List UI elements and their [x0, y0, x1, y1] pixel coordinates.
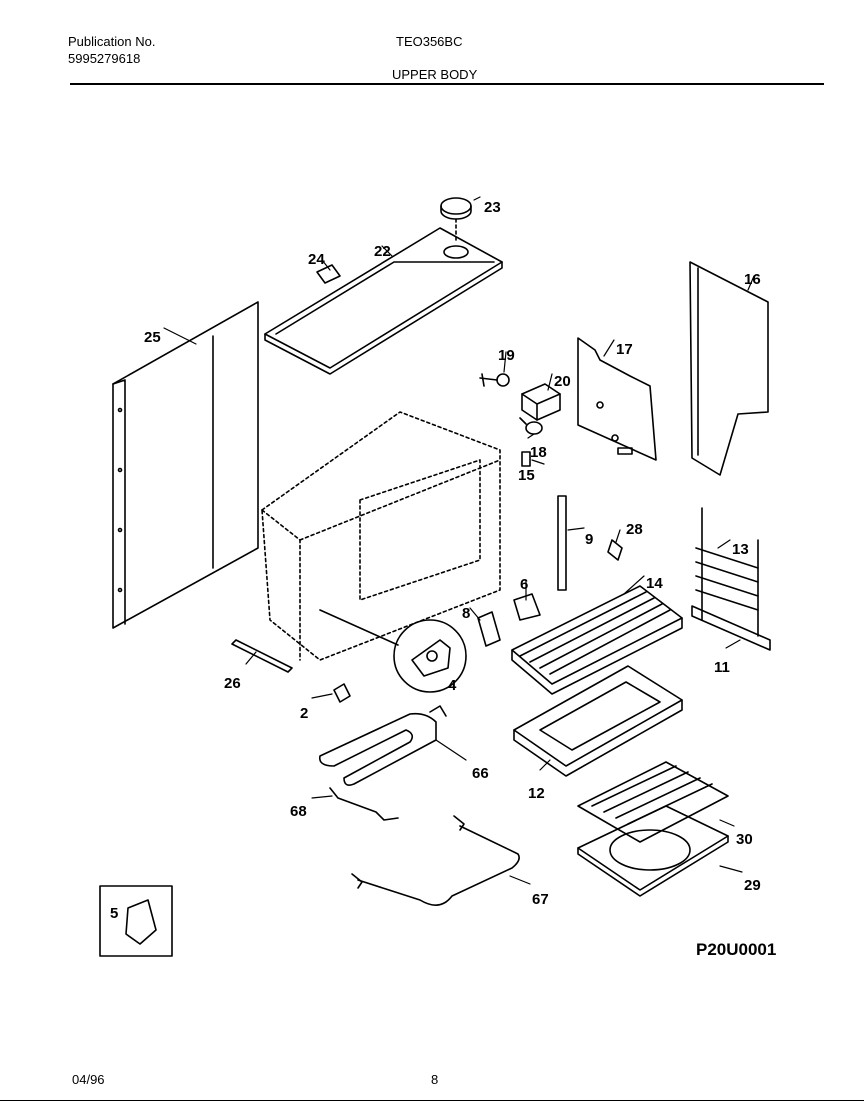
part-number-22: 22 — [374, 243, 391, 260]
part-number-66: 66 — [472, 765, 489, 782]
header-rule — [70, 83, 824, 85]
part-number-13: 13 — [732, 541, 749, 558]
part-number-30: 30 — [736, 831, 753, 848]
part-number-17: 17 — [616, 341, 633, 358]
part-6-label — [513, 593, 541, 621]
part-number-15: 15 — [518, 467, 535, 484]
part-number-14: 14 — [646, 575, 663, 592]
part-number-68: 68 — [290, 803, 307, 820]
publication-label: Publication No. — [68, 34, 156, 49]
part-24-bracket — [316, 264, 341, 284]
part-number-19: 19 — [498, 347, 515, 364]
part-15-clip — [521, 451, 531, 467]
part-12-broiler-insert — [513, 665, 683, 777]
part-number-20: 20 — [554, 373, 571, 390]
part-20-switch — [521, 383, 561, 421]
part-2-clip — [333, 683, 351, 703]
part-number-6: 6 — [520, 576, 528, 593]
part-number-24: 24 — [308, 251, 325, 268]
model-number: TEO356BC — [396, 34, 463, 49]
section-title: UPPER BODY — [392, 67, 478, 82]
part-28-bracket — [607, 539, 623, 561]
part-22-top-panel — [264, 227, 503, 375]
part-number-23: 23 — [484, 199, 501, 216]
part-number-11: 11 — [714, 659, 730, 676]
part-19-sensor — [479, 373, 510, 387]
drawing-code: P20U0001 — [696, 940, 777, 959]
part-26-rod — [231, 639, 293, 673]
part-16-duct — [689, 261, 769, 476]
part-13-rack-supports — [695, 507, 759, 637]
footer-page: 8 — [431, 1072, 439, 1087]
part-14-rack — [511, 585, 683, 695]
footer-rule — [0, 1100, 864, 1101]
part-number-12: 12 — [528, 785, 545, 802]
part-30-grid — [577, 761, 729, 843]
part-number-29: 29 — [744, 877, 761, 894]
part-4-detail — [319, 609, 467, 693]
part-number-25: 25 — [144, 329, 161, 346]
part-23-cap — [440, 197, 472, 241]
part-8-hinge — [477, 611, 501, 647]
part-number-labels: 23 24 22 16 25 19 17 20 18 15 9 28 13 6 14 8 4 11 26 2 12 66 6… — [110, 199, 761, 922]
part-number-18: 18 — [530, 444, 547, 461]
oven-body-outline — [261, 411, 501, 661]
publication-number: 5995279618 — [68, 51, 141, 66]
part-66-broil-element — [318, 705, 447, 786]
part-67-bake-element — [351, 815, 520, 906]
part-5-inset — [99, 885, 173, 957]
part-number-5: 5 — [110, 905, 118, 922]
part-number-67: 67 — [532, 891, 549, 908]
part-number-2: 2 — [300, 705, 308, 722]
part-18-bulb — [519, 417, 543, 435]
part-number-9: 9 — [585, 531, 593, 548]
part-29-pan — [577, 805, 729, 897]
part-number-26: 26 — [224, 675, 241, 692]
part-number-4: 4 — [448, 677, 457, 694]
footer-date: 04/96 — [72, 1072, 105, 1087]
part-9-rod — [557, 495, 567, 591]
part-11-bracket — [691, 605, 771, 651]
part-25-side-panel — [112, 301, 259, 629]
part-number-8: 8 — [462, 605, 470, 622]
part-68-bracket — [329, 787, 399, 821]
part-number-16: 16 — [744, 271, 761, 288]
part-number-28: 28 — [626, 521, 643, 538]
part-17-plate — [577, 337, 657, 461]
leader-lines — [163, 196, 755, 885]
